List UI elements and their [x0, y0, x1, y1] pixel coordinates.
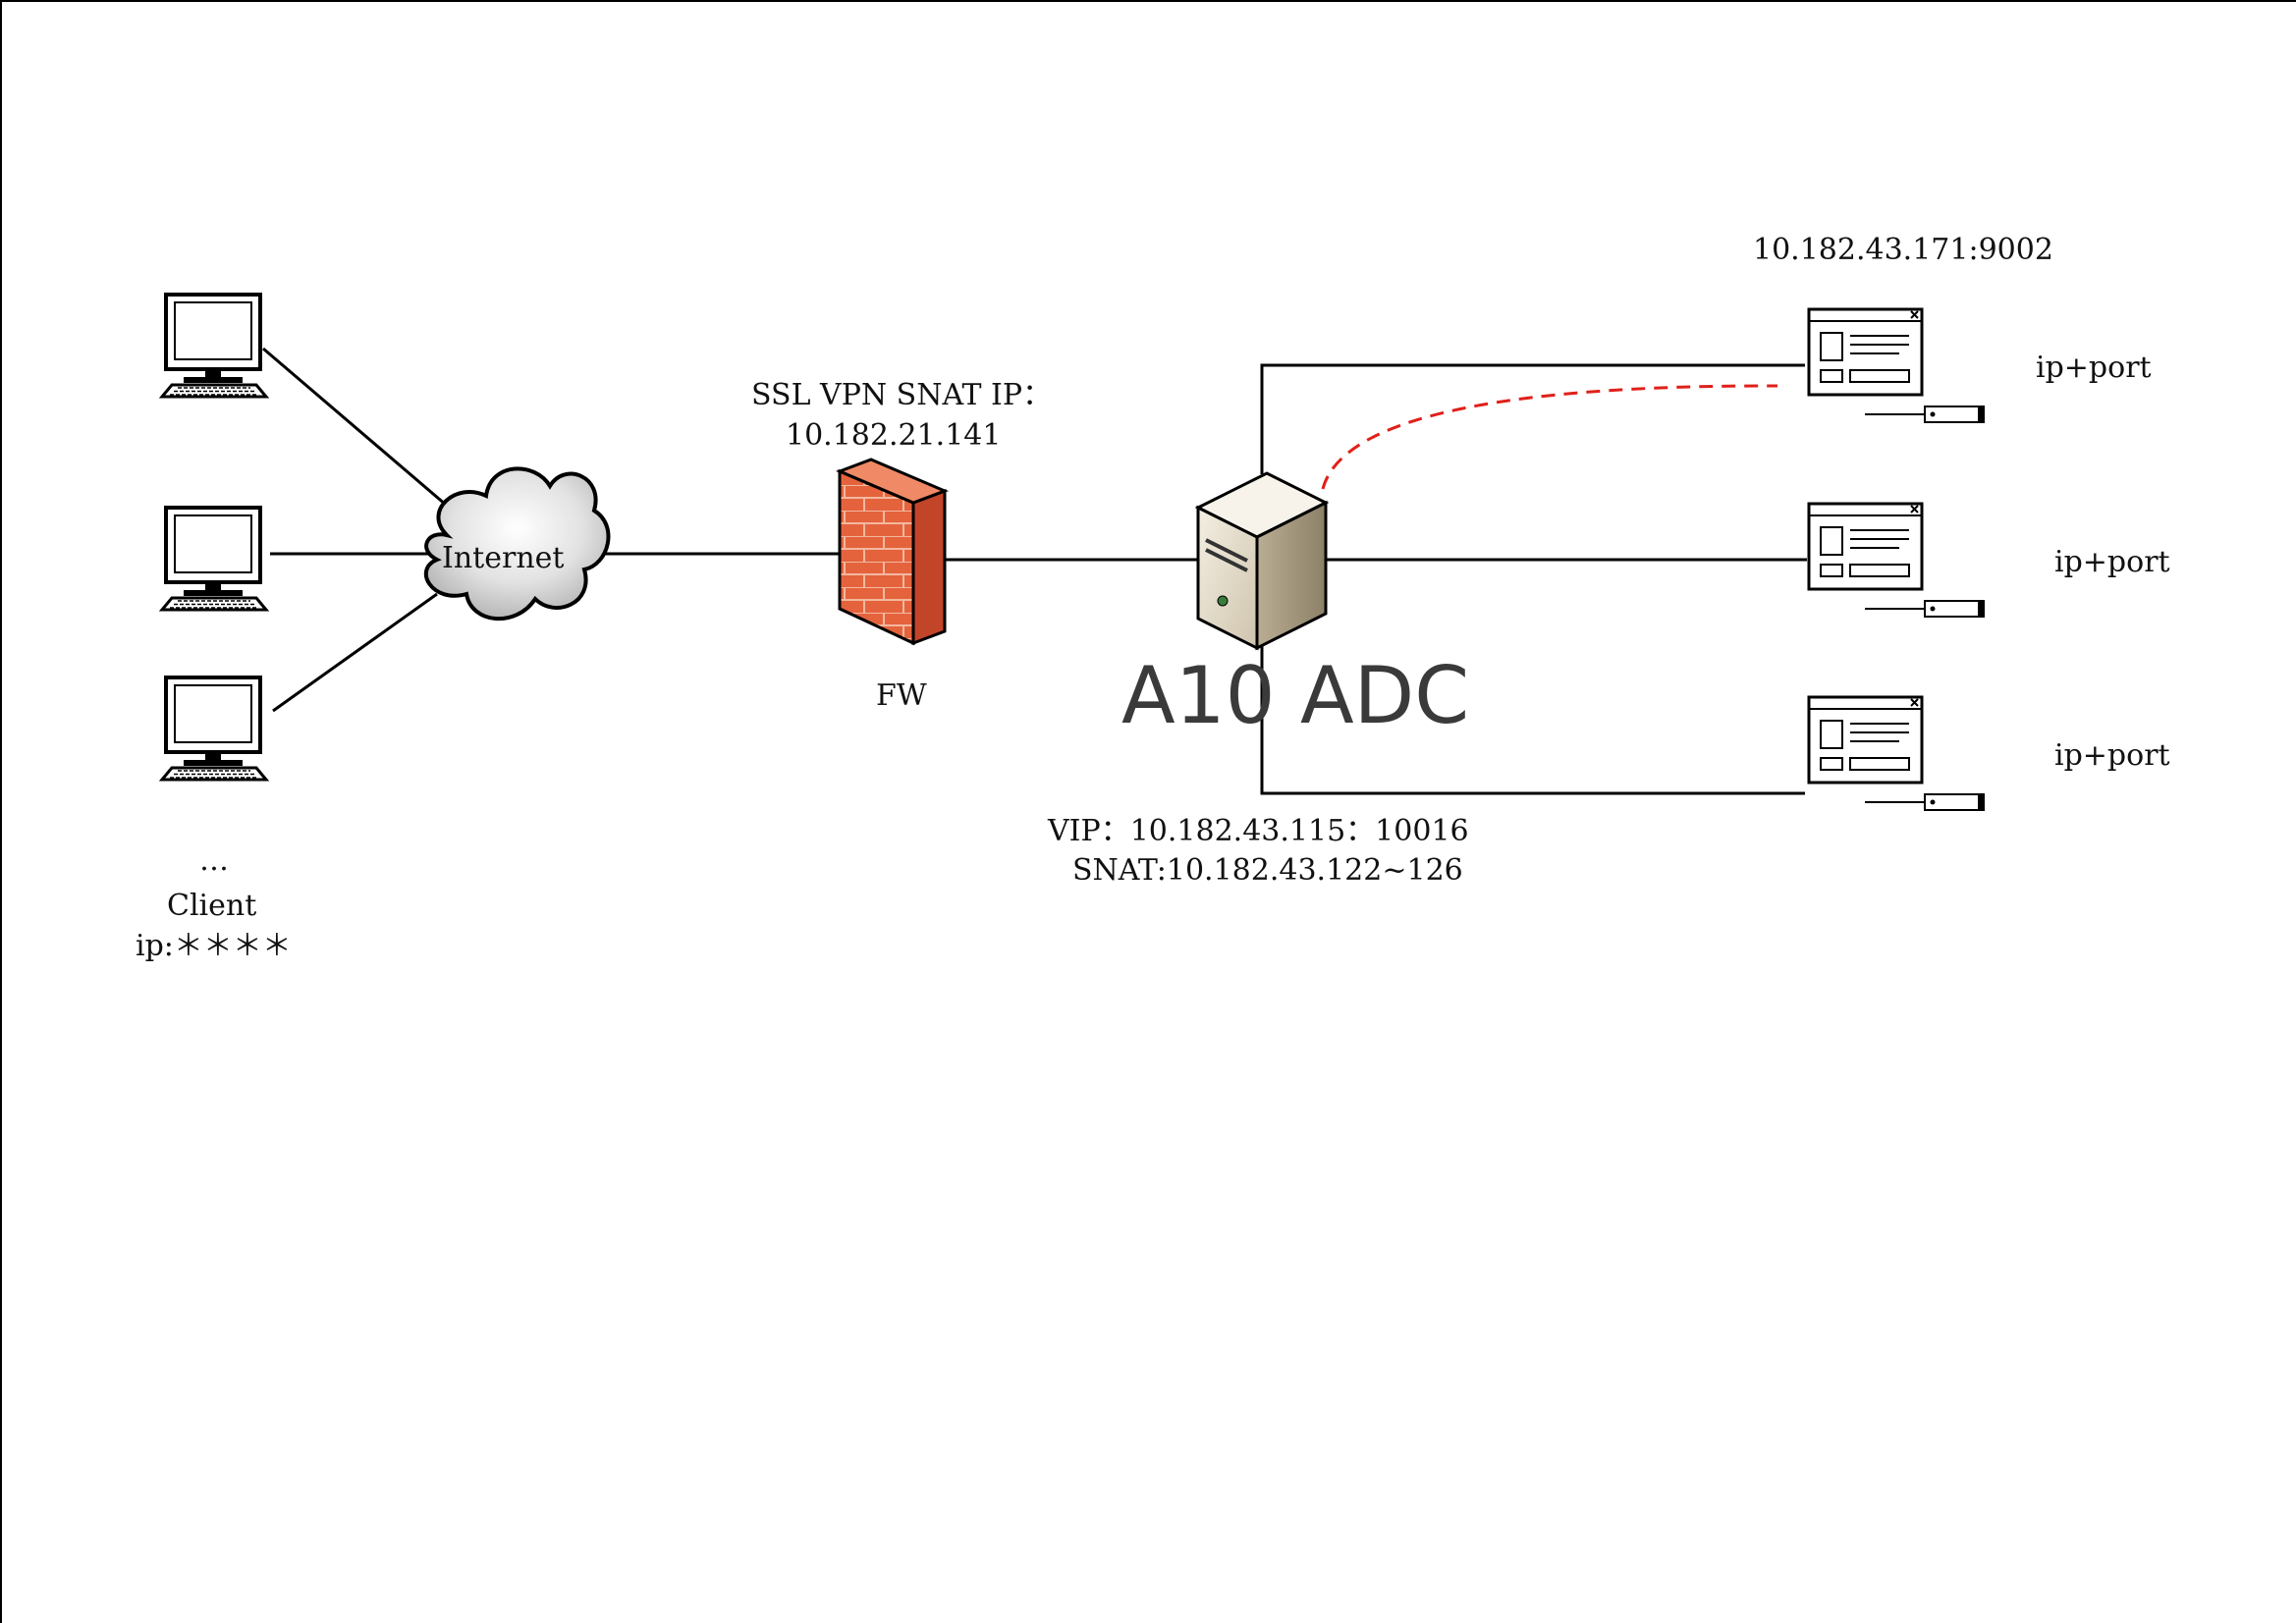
internet-label: Internet [442, 541, 565, 575]
application-server-icon [1807, 502, 1985, 618]
desktop-computer-icon [158, 506, 270, 612]
application-server-icon [1807, 695, 1985, 811]
server-port-label: ip+port [2054, 545, 2170, 579]
connection-lines [262, 347, 1807, 795]
link-adc-server3 [1260, 638, 1805, 795]
vip-label: VIP：10.182.43.115：10016 [1048, 814, 1469, 848]
link-client1-internet [262, 347, 467, 524]
cloud-icon [423, 466, 611, 622]
client-ellipsis: … [199, 843, 229, 878]
application-server-icon [1807, 307, 1985, 423]
page-border-left [0, 0, 2, 1623]
adc-label: A10 ADC [1121, 650, 1470, 741]
link-client3-internet [272, 592, 438, 713]
page-border-top [0, 0, 2296, 2]
server-port-label: ip+port [2054, 738, 2170, 773]
ssl-vpn-label: SSL VPN SNAT IP： [751, 378, 1053, 412]
firewall-brick-icon [835, 458, 950, 646]
fw-label: FW [876, 678, 927, 713]
link-adc-server1 [1260, 363, 1805, 474]
client-ip-label: ip:＊＊＊＊ [136, 929, 292, 963]
server-tower-icon [1194, 471, 1330, 651]
desktop-computer-icon [158, 293, 270, 399]
server-top-address-label: 10.182.43.171:9002 [1753, 233, 2053, 267]
client-label: Client [167, 889, 257, 923]
dashed-link-adc-server1 [1321, 384, 1778, 490]
snat-label: SNAT:10.182.43.122~126 [1072, 853, 1463, 888]
server-port-label: ip+port [2036, 351, 2152, 385]
desktop-computer-icon [158, 676, 270, 782]
ssl-vpn-ip-label: 10.182.21.141 [786, 418, 1002, 453]
